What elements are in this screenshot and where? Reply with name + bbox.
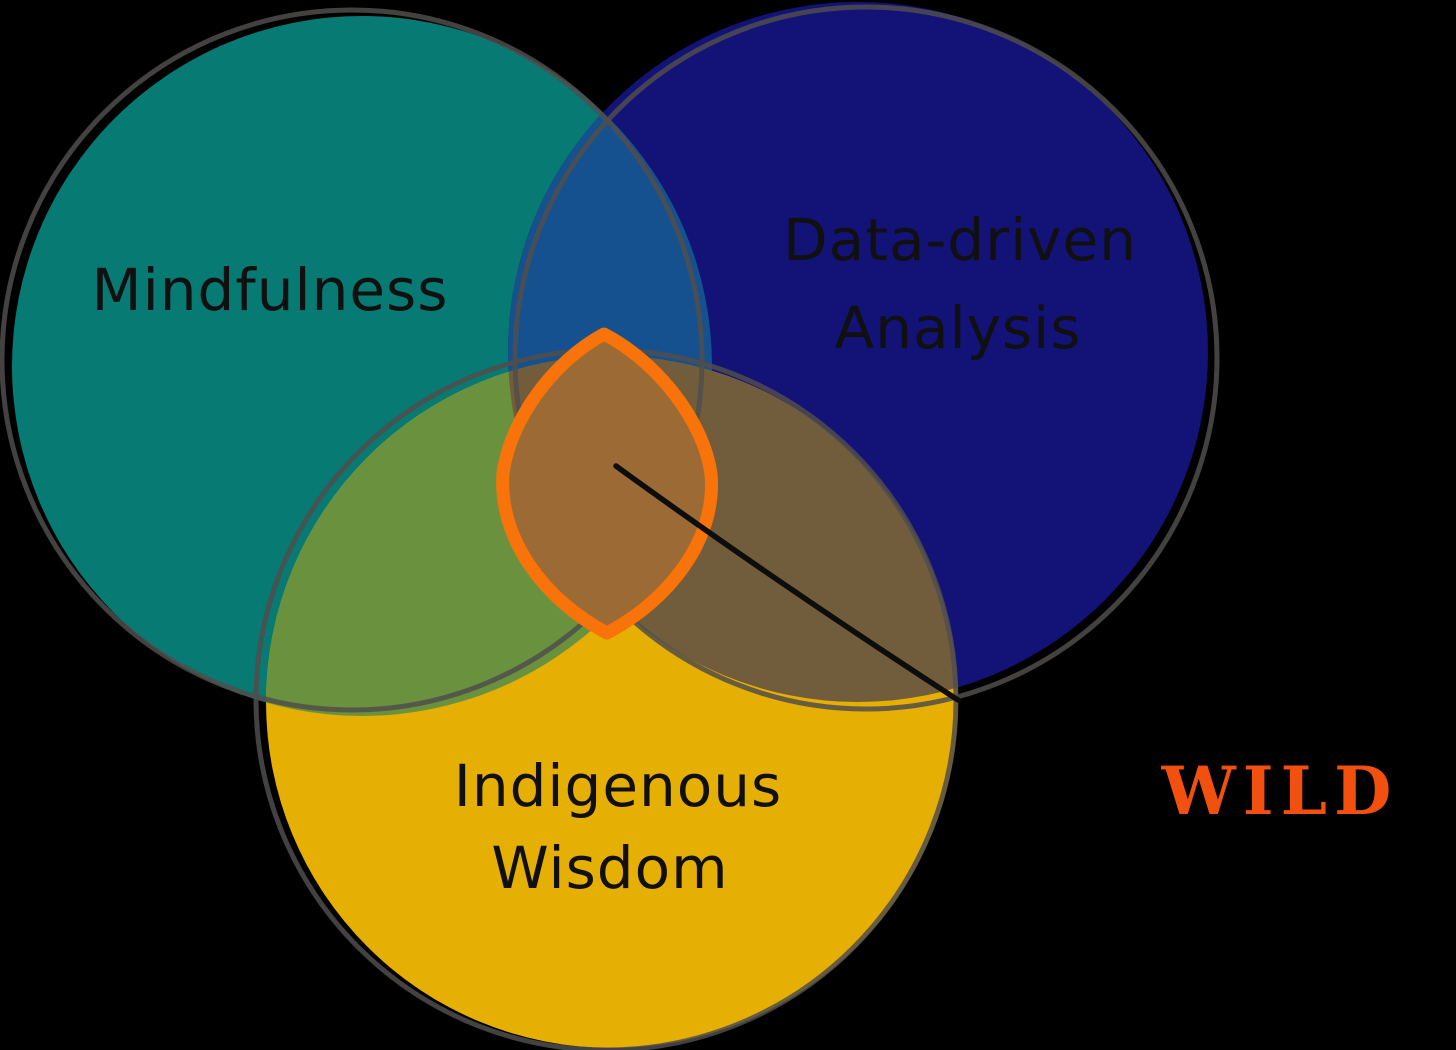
circle-outline-data-analysis (512, 4, 1220, 712)
annotation-arrow (613, 463, 961, 703)
label-data-driven: Data-driven (783, 206, 1137, 274)
circle-outline-mindfulness (0, 7, 705, 713)
label-indigenous: Indigenous (454, 752, 783, 820)
center-intersection-shield (496, 327, 718, 640)
label-analysis: Analysis (835, 294, 1082, 362)
label-wisdom: Wisdom (491, 834, 728, 902)
wild-label: WILD (1161, 752, 1399, 830)
overlap-data-indigenous (508, 356, 958, 702)
label-mindfulness: Mindfulness (92, 256, 449, 324)
